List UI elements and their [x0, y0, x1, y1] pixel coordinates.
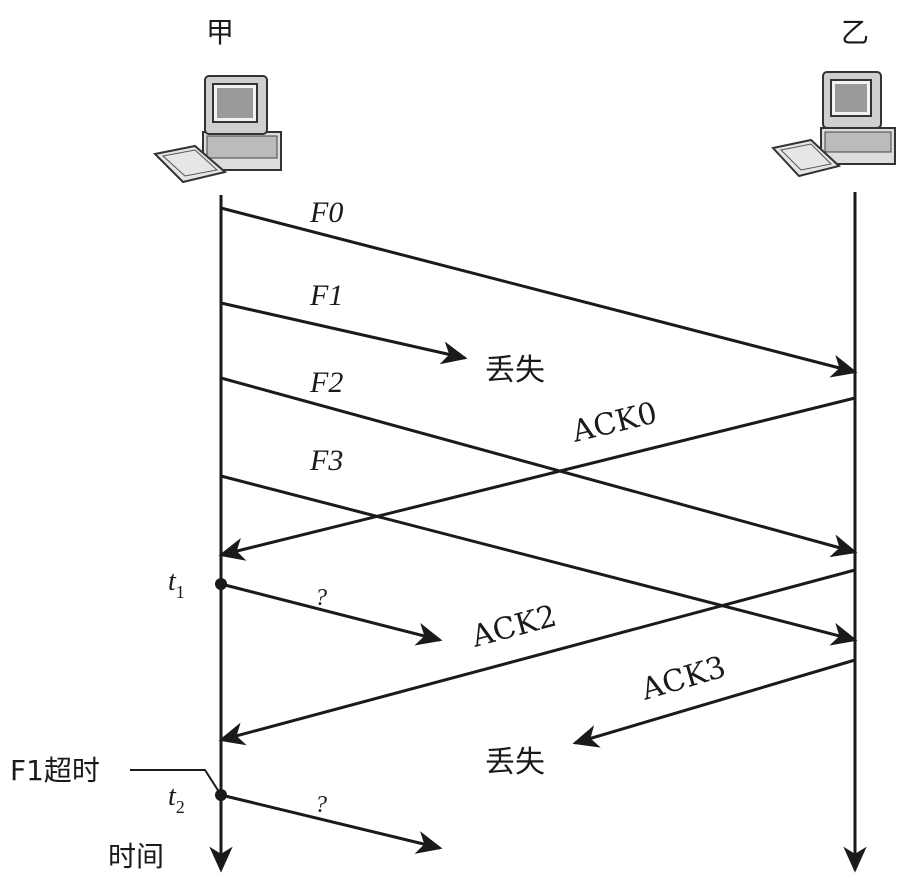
time-axis-label: 时间 — [108, 840, 164, 873]
t1-send-arrow — [220, 582, 443, 646]
ack0-arrow — [218, 396, 856, 561]
computer-icon — [152, 75, 282, 184]
t2-label: t2 — [168, 781, 185, 817]
receiver-label: 乙 — [841, 16, 869, 49]
ack0-label: ACK0 — [568, 396, 661, 450]
computer-icon — [771, 71, 896, 178]
frame-f1-arrow — [220, 301, 468, 365]
frame-f0-arrow — [220, 206, 858, 378]
frame-f3-arrow — [220, 474, 858, 646]
frame-f1-label: F1 — [309, 279, 343, 312]
t2-send-arrow — [220, 793, 443, 854]
ack2-arrow — [218, 568, 856, 746]
frame-f2-label: F2 — [309, 366, 343, 399]
ack3-label: ACK3 — [636, 650, 729, 708]
frame-f2-arrow — [220, 376, 858, 558]
unknown-mark-1: ? — [315, 585, 327, 611]
frame-f0-label: F0 — [309, 196, 343, 229]
t1-label: t1 — [168, 566, 185, 602]
timeout-label: F1超时 — [10, 754, 100, 787]
timeout-leader-line — [130, 769, 222, 796]
ack2-label: ACK2 — [467, 599, 560, 655]
lost-label-ack3: 丢失 — [485, 745, 545, 780]
t1-point — [215, 578, 227, 590]
lost-label-f1: 丢失 — [485, 353, 545, 388]
frame-f3-label: F3 — [309, 444, 343, 477]
sender-label: 甲 — [206, 16, 234, 49]
ack3-arrow — [572, 658, 856, 748]
unknown-mark-2: ? — [315, 792, 327, 818]
